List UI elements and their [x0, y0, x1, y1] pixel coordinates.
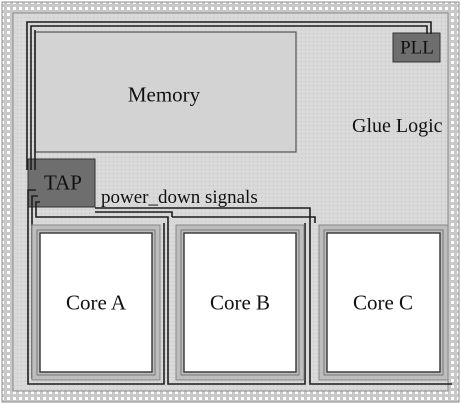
core-b-frame	[175, 224, 305, 381]
core-c-label: Core C	[352, 290, 414, 315]
clock-wires	[26, 21, 432, 170]
core-a-label: Core A	[65, 290, 127, 315]
pll-block	[392, 32, 441, 63]
core-a-frame	[31, 224, 161, 381]
tap-block	[27, 158, 96, 208]
power-down-label: power_down signals	[101, 187, 258, 208]
tap-label: TAP	[44, 170, 82, 195]
pll-label: PLL	[400, 37, 434, 59]
core-c-frame	[318, 224, 449, 381]
memory-label: Memory	[127, 82, 201, 107]
glue-logic-label: Glue Logic	[352, 115, 443, 137]
memory-block	[34, 31, 297, 153]
core-b-label: Core B	[209, 290, 271, 315]
